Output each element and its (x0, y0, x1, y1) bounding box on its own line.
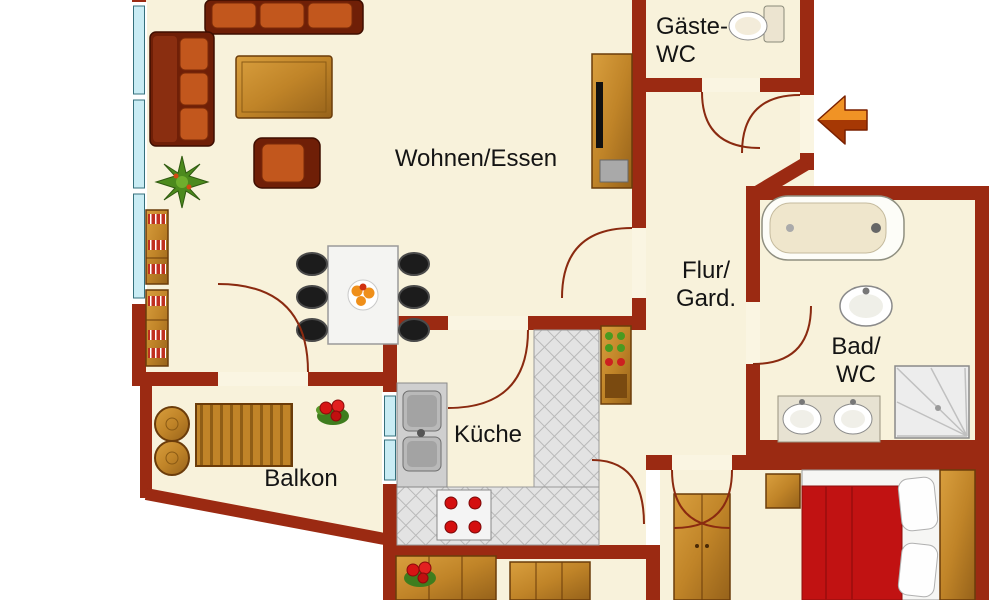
tv (596, 82, 603, 148)
room-labels: Wohnen/Essen Gäste- WC Flur/ Gard. Bad/ … (264, 13, 881, 492)
kitchen-hall-door-arc (591, 459, 645, 525)
bath-label-line2: WC (836, 361, 876, 388)
hall-label-line1: Flur/ (682, 257, 730, 284)
guest-wc-door-arc (701, 91, 761, 149)
dining-table (327, 245, 399, 345)
pillow-1 (897, 476, 939, 532)
balcony-railing-left (140, 386, 152, 498)
guest-wc-door-gap (702, 78, 760, 92)
pillow-2 (897, 542, 939, 598)
shower (894, 365, 970, 439)
guest-wc-label-line1: Gäste- (656, 13, 728, 40)
window-left-2 (133, 99, 145, 189)
pedestal-sink (839, 285, 893, 327)
living-hall-door-arc (561, 227, 633, 299)
spice-rack (600, 325, 632, 405)
window-left-3 (133, 193, 145, 299)
entrance-door-arc (741, 94, 801, 154)
coffee-table (235, 55, 333, 119)
kitchen-counter-bottom (396, 486, 600, 546)
bathtub (761, 195, 905, 261)
nightstand (765, 473, 801, 509)
entrance-arrow (817, 95, 868, 145)
bed-headboard (939, 469, 976, 600)
dining-chairs (296, 252, 430, 342)
shelf-unit-1 (145, 209, 169, 285)
kitchen-faucet (417, 429, 425, 437)
shower-drain (935, 405, 941, 411)
bath-door-arc (752, 305, 812, 365)
bed (801, 469, 976, 600)
balcony-table (195, 403, 293, 467)
balcony-door-glass-1 (384, 395, 396, 437)
kitchen-sink-unit (396, 382, 448, 488)
wardrobe (673, 493, 731, 600)
toilet (728, 5, 785, 43)
kitchen-door-arc (447, 329, 529, 409)
bedroom-door-arc-2 (671, 469, 731, 529)
armchair (253, 137, 321, 189)
bathtub-faucet (871, 223, 881, 233)
stove (436, 489, 492, 541)
balcony-railing-front (144, 488, 392, 546)
flower-bottom (404, 561, 436, 587)
sofa-top (204, 0, 364, 35)
living-room-label: Wohnen/Essen (395, 145, 557, 172)
balcony-stools (154, 406, 190, 476)
window-left-1 (133, 5, 145, 95)
plant (154, 155, 210, 209)
bedroom-door-arc-1 (673, 469, 733, 529)
windows (131, 2, 398, 484)
balcony-label: Balkon (264, 465, 337, 492)
hall-label-line2: Gard. (676, 285, 736, 312)
shelf-unit-2 (145, 289, 169, 367)
bath-label-line1: Bad/ (831, 333, 881, 360)
sofa-left (149, 31, 215, 147)
flower-balcony (316, 399, 349, 425)
kitchen-label: Küche (454, 421, 522, 448)
tv-cabinet (591, 53, 633, 189)
door-swing-arcs (217, 91, 812, 529)
balcony-door-glass-2 (384, 439, 396, 481)
balcony-door-arc (217, 283, 309, 373)
kitchen-counter-right (533, 329, 600, 488)
double-vanity (777, 395, 881, 443)
sideboard-right (509, 561, 591, 600)
bathtub-drain (786, 224, 794, 232)
guest-wc-label-line2: WC (656, 41, 696, 68)
